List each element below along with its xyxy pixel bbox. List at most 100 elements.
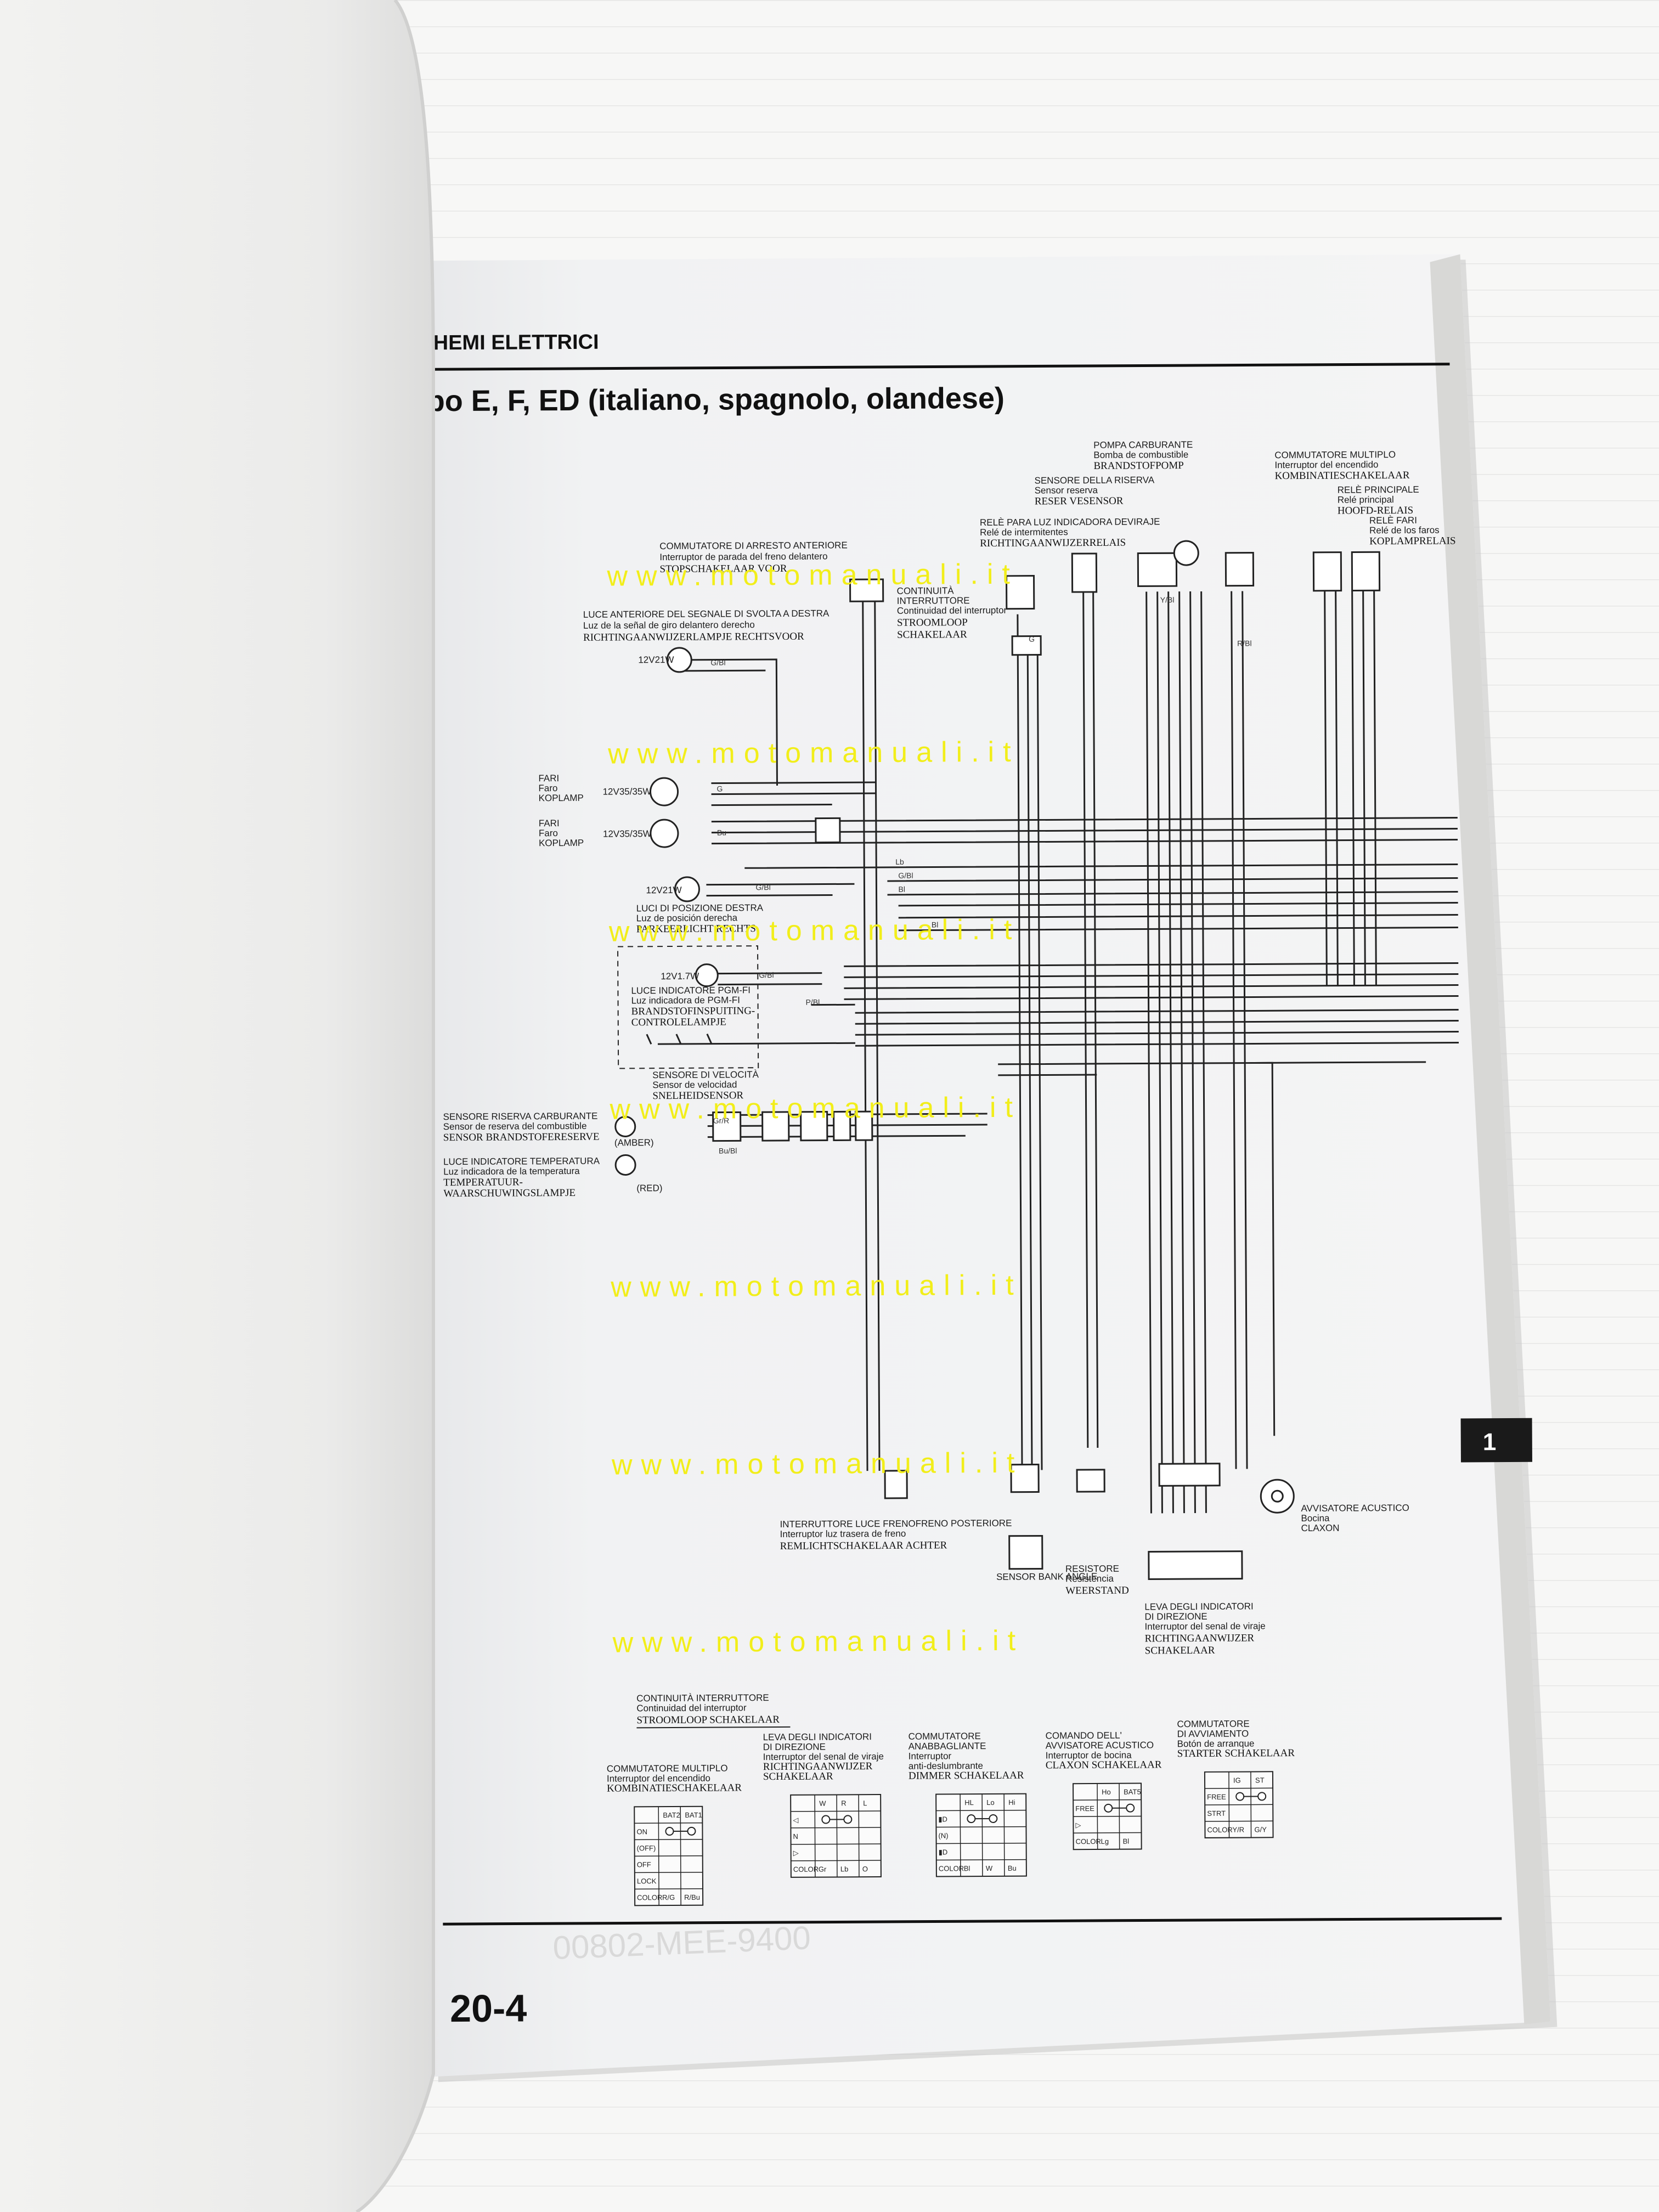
lamps [614,540,1295,1514]
switch-table-column: Hi [1008,1798,1015,1807]
svg-text:G/Bl: G/Bl [759,970,774,979]
main-relay-es: Relé principal [1338,494,1394,505]
label-reserve-sensor: SENSORE DELLA RISERVA Sensor reserva RES… [1035,475,1155,507]
switch-table-3: COMMUTATOREANABBAGLIANTEInterruptoranti-… [909,1731,1027,1877]
fuel-pump-it: POMPA CARBURANTE [1093,439,1193,450]
continuity-node [1126,1803,1135,1813]
svg-text:P/Bl: P/Bl [806,998,820,1007]
reserve-sensor-it: SENSORE DELLA RISERVA [1035,475,1155,486]
svg-text:G/Bl: G/Bl [755,883,770,891]
label-resistor: RESISTORE Resistencia WEERSTAND [1065,1564,1129,1597]
page-title: ipo E, F, ED (italiano, spagnolo, olande… [419,382,1005,418]
switch-table-row-label: OFF [637,1860,651,1869]
fuel-pump-nl: BRANDSTOFPOMP [1093,460,1183,472]
continuity-node [665,1827,674,1836]
switch-table-column: HL [964,1798,974,1807]
continuity-5: SCHAKELAAR [897,629,967,641]
label-horn: AVVISATORE ACUSTICO Bocina CLAXON [1301,1503,1409,1533]
label-turn-relay: RELÈ PARA LUZ INDICADORA DEVIRAJE Relé d… [980,516,1160,549]
switch-table-color: R/Bu [684,1893,700,1901]
front-brake-switch-nl: STOPSCHAKELAAR VOOR [659,563,787,575]
switch-table-color: Bu [1008,1864,1017,1872]
turn-lever-2: DI DIREZIONE [1144,1611,1207,1622]
rating-pgmfi: 12V1.7W [661,971,699,981]
switch-table-color: Gr [819,1865,827,1874]
switch-table-row-label: FREE [1075,1804,1094,1813]
label-fuel-pump: POMPA CARBURANTE Bomba de combustible BR… [1093,439,1193,472]
switch-table-color: Lg [1101,1837,1109,1846]
label-front-brake-switch: COMMUTATORE DI ARRESTO ANTERIORE Interru… [659,540,848,575]
resistor-nl: WEERSTAND [1065,1585,1129,1597]
header-rule [418,363,1450,371]
rating-position: 12V21W [646,885,681,895]
switch-table-title-line: anti-deslumbrante [909,1760,983,1771]
fuel-reserve-it: SENSORE RISERVA CARBURANTE [443,1111,598,1122]
horn-es: Bocina [1301,1513,1330,1523]
svg-text:R/Bl: R/Bl [1237,639,1252,647]
switch-table-title-line: COMANDO DELL' [1046,1730,1122,1741]
svg-text:Lb: Lb [895,857,904,866]
switch-table-title-line: AVVISATORE ACUSTICO [1046,1740,1154,1751]
switch-table-row-label: (N) [938,1831,948,1839]
svg-text:G/Bl: G/Bl [898,871,913,880]
switch-table-title-line: DI DIREZIONE [763,1742,826,1753]
tag-amber: (AMBER) [614,1137,654,1148]
watermark-7: www.motomanuali.it [612,1625,1025,1659]
svg-text:Bu/Bl: Bu/Bl [719,1146,737,1155]
rating-head1: 12V35/35W [603,786,652,797]
svg-text:Y/Bl: Y/Bl [1160,595,1175,604]
switch-table-column: Ho [1102,1788,1111,1796]
pgmfi-it: LUCE INDICATORE PGM-FI [631,985,751,996]
continuity-3: Continuidad del interruptor [897,605,1007,616]
switch-table-title-line: RICHTINGAANWIJZER [763,1760,873,1773]
rear-brake-it: INTERRUTTORE LUCE FRENOFRENO POSTERIORE [780,1518,1012,1530]
switch-table-title-line: COMMUTATORE MULTIPLO [607,1763,728,1774]
continuity-2: INTERRUTTORE [897,595,970,606]
front-right-turn-it: LUCE ANTERIORE DEL SEGNALE DI SVOLTA A D… [583,608,830,619]
switch-table-title-line: DI AVVIAMENTO [1177,1729,1249,1740]
switch-table-color: Bl [964,1864,970,1872]
wiring-diagram [617,588,1459,1514]
continuity-node [1104,1803,1113,1813]
switch-table-title-line: ANABBAGLIANTE [909,1741,986,1752]
pgmfi-es: Luz indicadora de PGM-FI [631,995,740,1006]
reserve-sensor-nl: RESER VESENSOR [1035,495,1124,507]
speed-sensor-it: SENSORE DI VELOCITÀ [652,1069,759,1080]
switch-table-title-line: CLAXON SCHAKELAAR [1046,1759,1162,1771]
switch-table-row-label: STRT [1207,1809,1226,1818]
turn-relay-nl: RICHTINGAANWIJZERRELAIS [980,537,1126,549]
switch-table-row-label: COLOR [939,1864,964,1872]
rear-brake-nl: REMLICHTSCHAKELAAR ACHTER [780,1539,947,1552]
switch-table-color: R/G [662,1893,675,1901]
label-continuity: CONTINUITÀ INTERRUTTORE Continuidad del … [897,585,1007,641]
watermark-1: www.motomanuali.it [606,558,1019,592]
switch-table-column: BAT5 [1124,1788,1141,1796]
switch-table-row-label: ◁ [793,1816,798,1824]
headlight1-nl: KOPLAMP [539,793,584,803]
svg-text:G: G [1029,635,1035,644]
switch-table-row-label: COLOR [1076,1837,1101,1846]
page-number: 20-4 [450,1987,527,2030]
switch-table-title-line: Interruptor de bocina [1046,1750,1132,1761]
label-headlight-relay: RELÈ FARI Relé de los faros KOPLAMPRELAI… [1369,515,1456,547]
switch-table-color: W [986,1864,993,1872]
left-page [0,0,435,2212]
switch-table-color: G/Y [1254,1825,1267,1833]
watermark-5: www.motomanuali.it [610,1269,1023,1304]
svg-text:Gr/R: Gr/R [713,1116,730,1125]
temp-light-es: Luz indicadora de la temperatura [443,1166,580,1177]
switch-table-title-line: COMMUTATORE [1177,1719,1249,1730]
switch-table-column: ST [1255,1776,1265,1784]
watermark-6: www.motomanuali.it [611,1447,1024,1481]
watermark-2: www.motomanuali.it [607,736,1020,770]
fuel-reserve-nl: SENSOR BRANDSTOFERESERVE [443,1131,600,1143]
right-page: CHEMI ELETTRICI ipo E, F, ED (italiano, … [417,254,1558,2083]
headlight-relay-es: Relé de los faros [1369,525,1440,536]
continuity-1: CONTINUITÀ [897,585,955,596]
label-front-right-turn: LUCE ANTERIORE DEL SEGNALE DI SVOLTA A D… [583,608,830,643]
switch-table-row-label: COLOR [1207,1826,1232,1834]
